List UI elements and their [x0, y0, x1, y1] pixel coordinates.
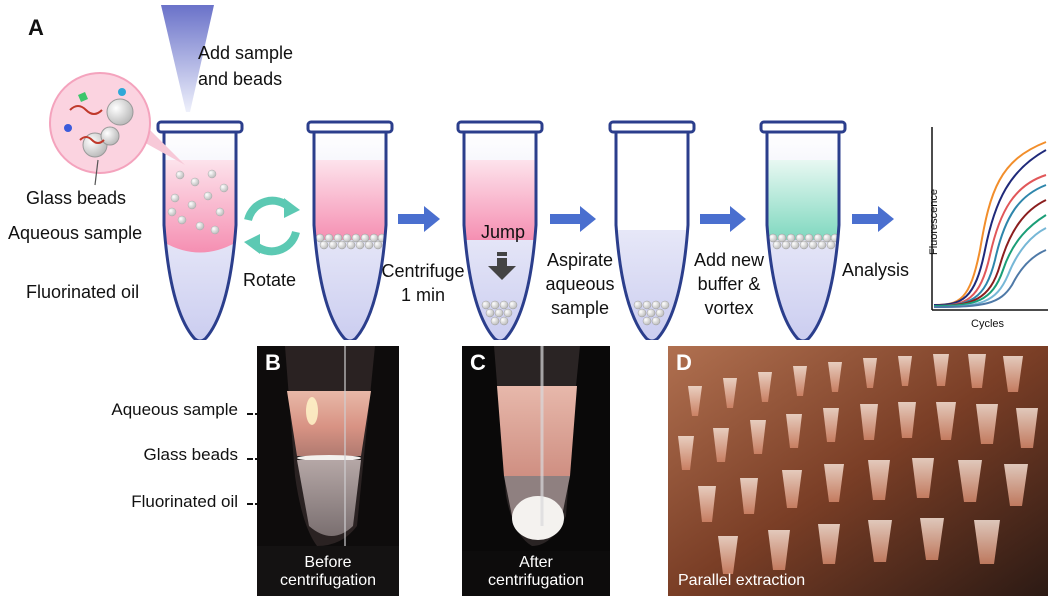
- photo-after-centrifugation: C After centrifugation: [462, 346, 610, 596]
- rotate-label: Rotate: [243, 270, 297, 290]
- plot-y-label: Fluorescence: [928, 188, 940, 256]
- plot-x-label: Cycles: [971, 318, 1005, 330]
- panel-b-letter: B: [265, 350, 281, 375]
- glass-beads-label: Glass beads: [26, 188, 127, 208]
- tube-3: [456, 120, 544, 340]
- after-caption: After centrifugation: [487, 554, 585, 589]
- centrifuge-label: Centrifuge 1 min: [381, 261, 465, 305]
- fluorinated-oil-label: Fluorinated oil: [26, 282, 140, 302]
- pipette-tip-icon: [161, 5, 214, 112]
- panel-a-diagram: [49, 5, 1048, 340]
- tube-1: [156, 120, 244, 340]
- parallel-caption: Parallel extraction: [678, 572, 806, 589]
- aqueous-sample-label: Aqueous sample: [8, 223, 143, 243]
- add-sample-label: Add sample and beads: [198, 43, 294, 89]
- rotate-arrows-icon: [244, 196, 300, 256]
- b-label-aqueous: Aqueous sample: [111, 400, 238, 419]
- panel-d-letter: D: [676, 350, 692, 375]
- panel-c-letter: C: [470, 350, 486, 375]
- magnified-sample-icon: [49, 72, 185, 186]
- tube-5: [759, 120, 847, 340]
- photo-parallel-extraction: D Parallel extraction: [668, 346, 1048, 596]
- before-caption: Before centrifugation: [279, 554, 377, 589]
- photo-before-centrifugation: B Before centrifugation: [257, 346, 399, 596]
- amplification-plot: [931, 127, 1048, 311]
- b-label-beads: Glass beads: [143, 445, 239, 464]
- right-arrow-icon: [700, 206, 746, 232]
- right-arrow-icon: [852, 206, 894, 232]
- b-label-oil: Fluorinated oil: [131, 492, 238, 511]
- down-arrow-icon: [488, 252, 516, 280]
- analysis-label: Analysis: [842, 260, 910, 280]
- right-arrow-icon: [398, 206, 440, 232]
- aspirate-label: Aspirate aqueous sample: [545, 250, 615, 318]
- tube-2: [306, 120, 394, 340]
- right-arrow-icon: [550, 206, 596, 232]
- jump-label: Jump: [481, 222, 526, 242]
- add-buffer-label: Add new buffer & vortex: [693, 250, 765, 318]
- tube-4: [608, 120, 696, 340]
- panel-a-letter: A: [28, 15, 44, 40]
